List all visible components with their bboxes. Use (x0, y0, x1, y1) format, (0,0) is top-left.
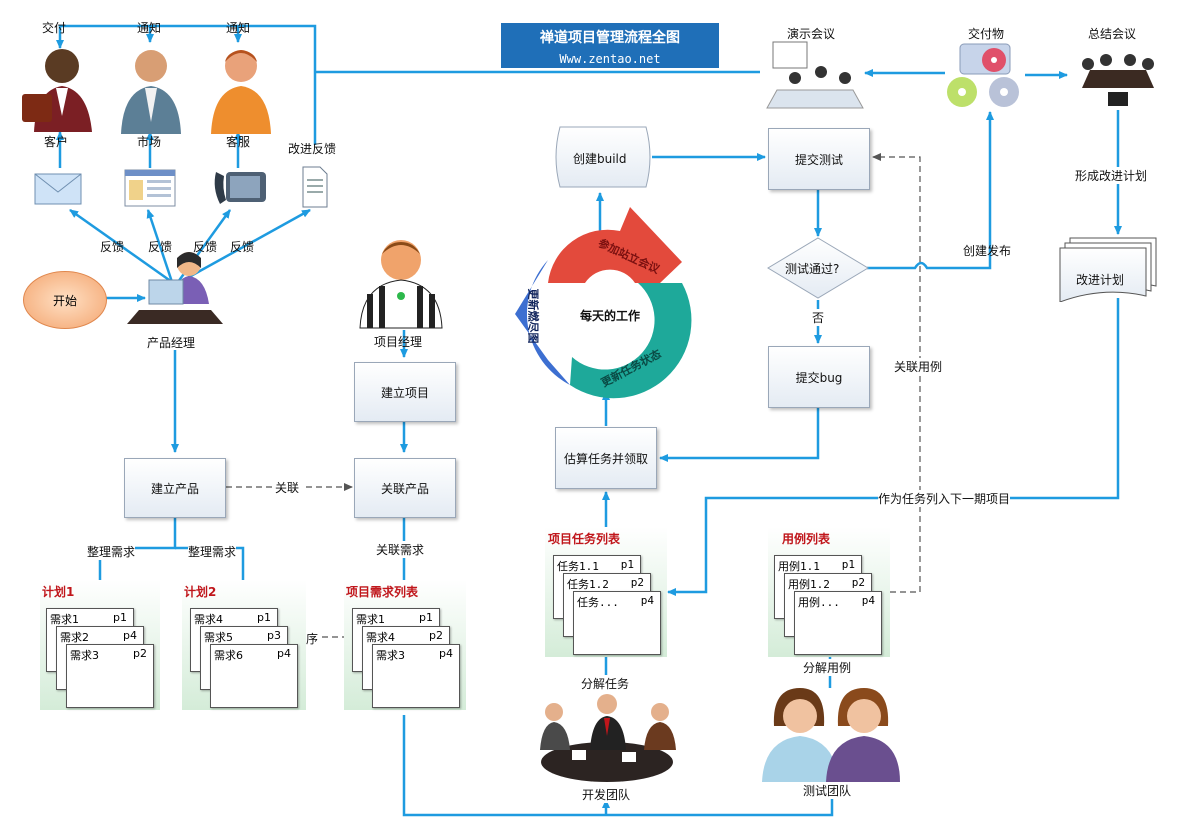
improve-plan-label: 改进计划 (1076, 273, 1125, 287)
email-icon (34, 173, 82, 205)
task-list-title: 项目任务列表 (548, 532, 621, 546)
link-requirement-label: 关联需求 (376, 541, 425, 558)
market-label: 市场 (137, 135, 162, 149)
task-item-3: 任务...p4 (573, 591, 661, 655)
test-team-icon (762, 688, 900, 782)
market-icon (121, 50, 181, 134)
deliverables-icon (947, 43, 1019, 107)
notify-line (56, 24, 317, 145)
project-manager-icon (359, 240, 443, 329)
plan1-title: 计划1 (42, 585, 75, 599)
case-item-3: 用例...p4 (794, 591, 882, 655)
summary-meeting-icon (1082, 54, 1154, 106)
create-product-box: 建立产品 (124, 458, 226, 518)
feedback-label-2: 反馈 (148, 240, 173, 254)
plan2-title: 计划2 (184, 585, 217, 599)
daily-work-label: 每天的工作 (580, 309, 641, 323)
organize-requirement-label-2: 整理需求 (188, 543, 237, 560)
link-case-label: 关联用例 (894, 358, 943, 375)
submit-bug-label: 提交bug (795, 370, 843, 385)
create-build-label: 创建build (573, 152, 627, 166)
burndown-label: 更新燃尽图 (526, 288, 540, 344)
notify-label-1: 通知 (137, 21, 162, 35)
page-title-banner: 禅道项目管理流程全图 Www.zentao.net (501, 23, 719, 68)
demo-meeting-label: 演示会议 (787, 27, 836, 41)
project-requirements-title: 项目需求列表 (346, 585, 419, 599)
feedback-label-4: 反馈 (230, 240, 255, 254)
improve-plan-doc (1059, 237, 1157, 302)
create-release-label: 创建发布 (963, 244, 1012, 258)
next-project-label: 作为任务列入下一期项目 (878, 490, 1011, 507)
case-list-title: 用例列表 (782, 532, 831, 546)
link-label: 关联 (272, 479, 303, 496)
submit-bug-box: 提交bug (768, 346, 870, 408)
estimate-task-box: 估算任务并领取 (555, 427, 657, 489)
create-project-box: 建立项目 (354, 362, 456, 422)
cycle-burndown-segment (515, 260, 570, 385)
organize-requirement-label-1: 整理需求 (87, 543, 136, 560)
customer-label: 客户 (44, 135, 69, 149)
no-label: 否 (812, 309, 825, 326)
page-title: 禅道项目管理流程全图 (540, 30, 680, 46)
improve-feedback-label: 改进反馈 (288, 142, 337, 156)
start-node: 开始 (23, 271, 107, 329)
document-icon (302, 166, 328, 208)
create-project-label: 建立项目 (380, 385, 429, 400)
dev-team-icon (540, 694, 676, 782)
feedback-label-3: 反馈 (193, 240, 218, 254)
test-pass-label: 测试通过? (785, 262, 840, 276)
deliverables-label: 交付物 (968, 27, 1005, 41)
dev-team-label: 开发团队 (582, 786, 631, 803)
service-label: 客服 (226, 135, 251, 149)
telephone-icon (214, 172, 266, 204)
website-icon (124, 169, 176, 207)
notify-label-2: 通知 (226, 21, 251, 35)
split-case-label: 分解用例 (803, 659, 852, 676)
summary-meeting-label: 总结会议 (1088, 27, 1137, 41)
service-icon (211, 50, 271, 134)
daily-work-cycle (515, 207, 692, 399)
link-product-box: 关联产品 (354, 458, 456, 518)
form-improve-plan-label: 形成改进计划 (1075, 167, 1148, 184)
cycle-update-task-segment (570, 283, 692, 399)
submit-test-label: 提交测试 (794, 152, 843, 167)
deliver-label: 交付 (42, 21, 67, 35)
feedback-label-1: 反馈 (100, 240, 125, 254)
create-product-label: 建立产品 (150, 481, 199, 496)
site-url: Www.zentao.net (559, 52, 661, 66)
project-manager-label: 项目经理 (374, 335, 423, 349)
product-manager-label: 产品经理 (147, 336, 196, 350)
estimate-task-label: 估算任务并领取 (563, 451, 648, 466)
start-label: 开始 (52, 293, 77, 308)
cycle-standup-segment (548, 207, 682, 283)
create-build-box (555, 126, 651, 188)
demo-meeting-icon (766, 41, 864, 109)
submit-test-box: 提交测试 (768, 128, 870, 190)
split-task-label: 分解任务 (581, 675, 630, 692)
link-product-label: 关联产品 (380, 481, 429, 496)
product-manager-icon (127, 252, 223, 324)
test-pass-diamond (767, 237, 869, 299)
customer-icon (22, 49, 92, 132)
test-team-label: 测试团队 (803, 782, 852, 799)
